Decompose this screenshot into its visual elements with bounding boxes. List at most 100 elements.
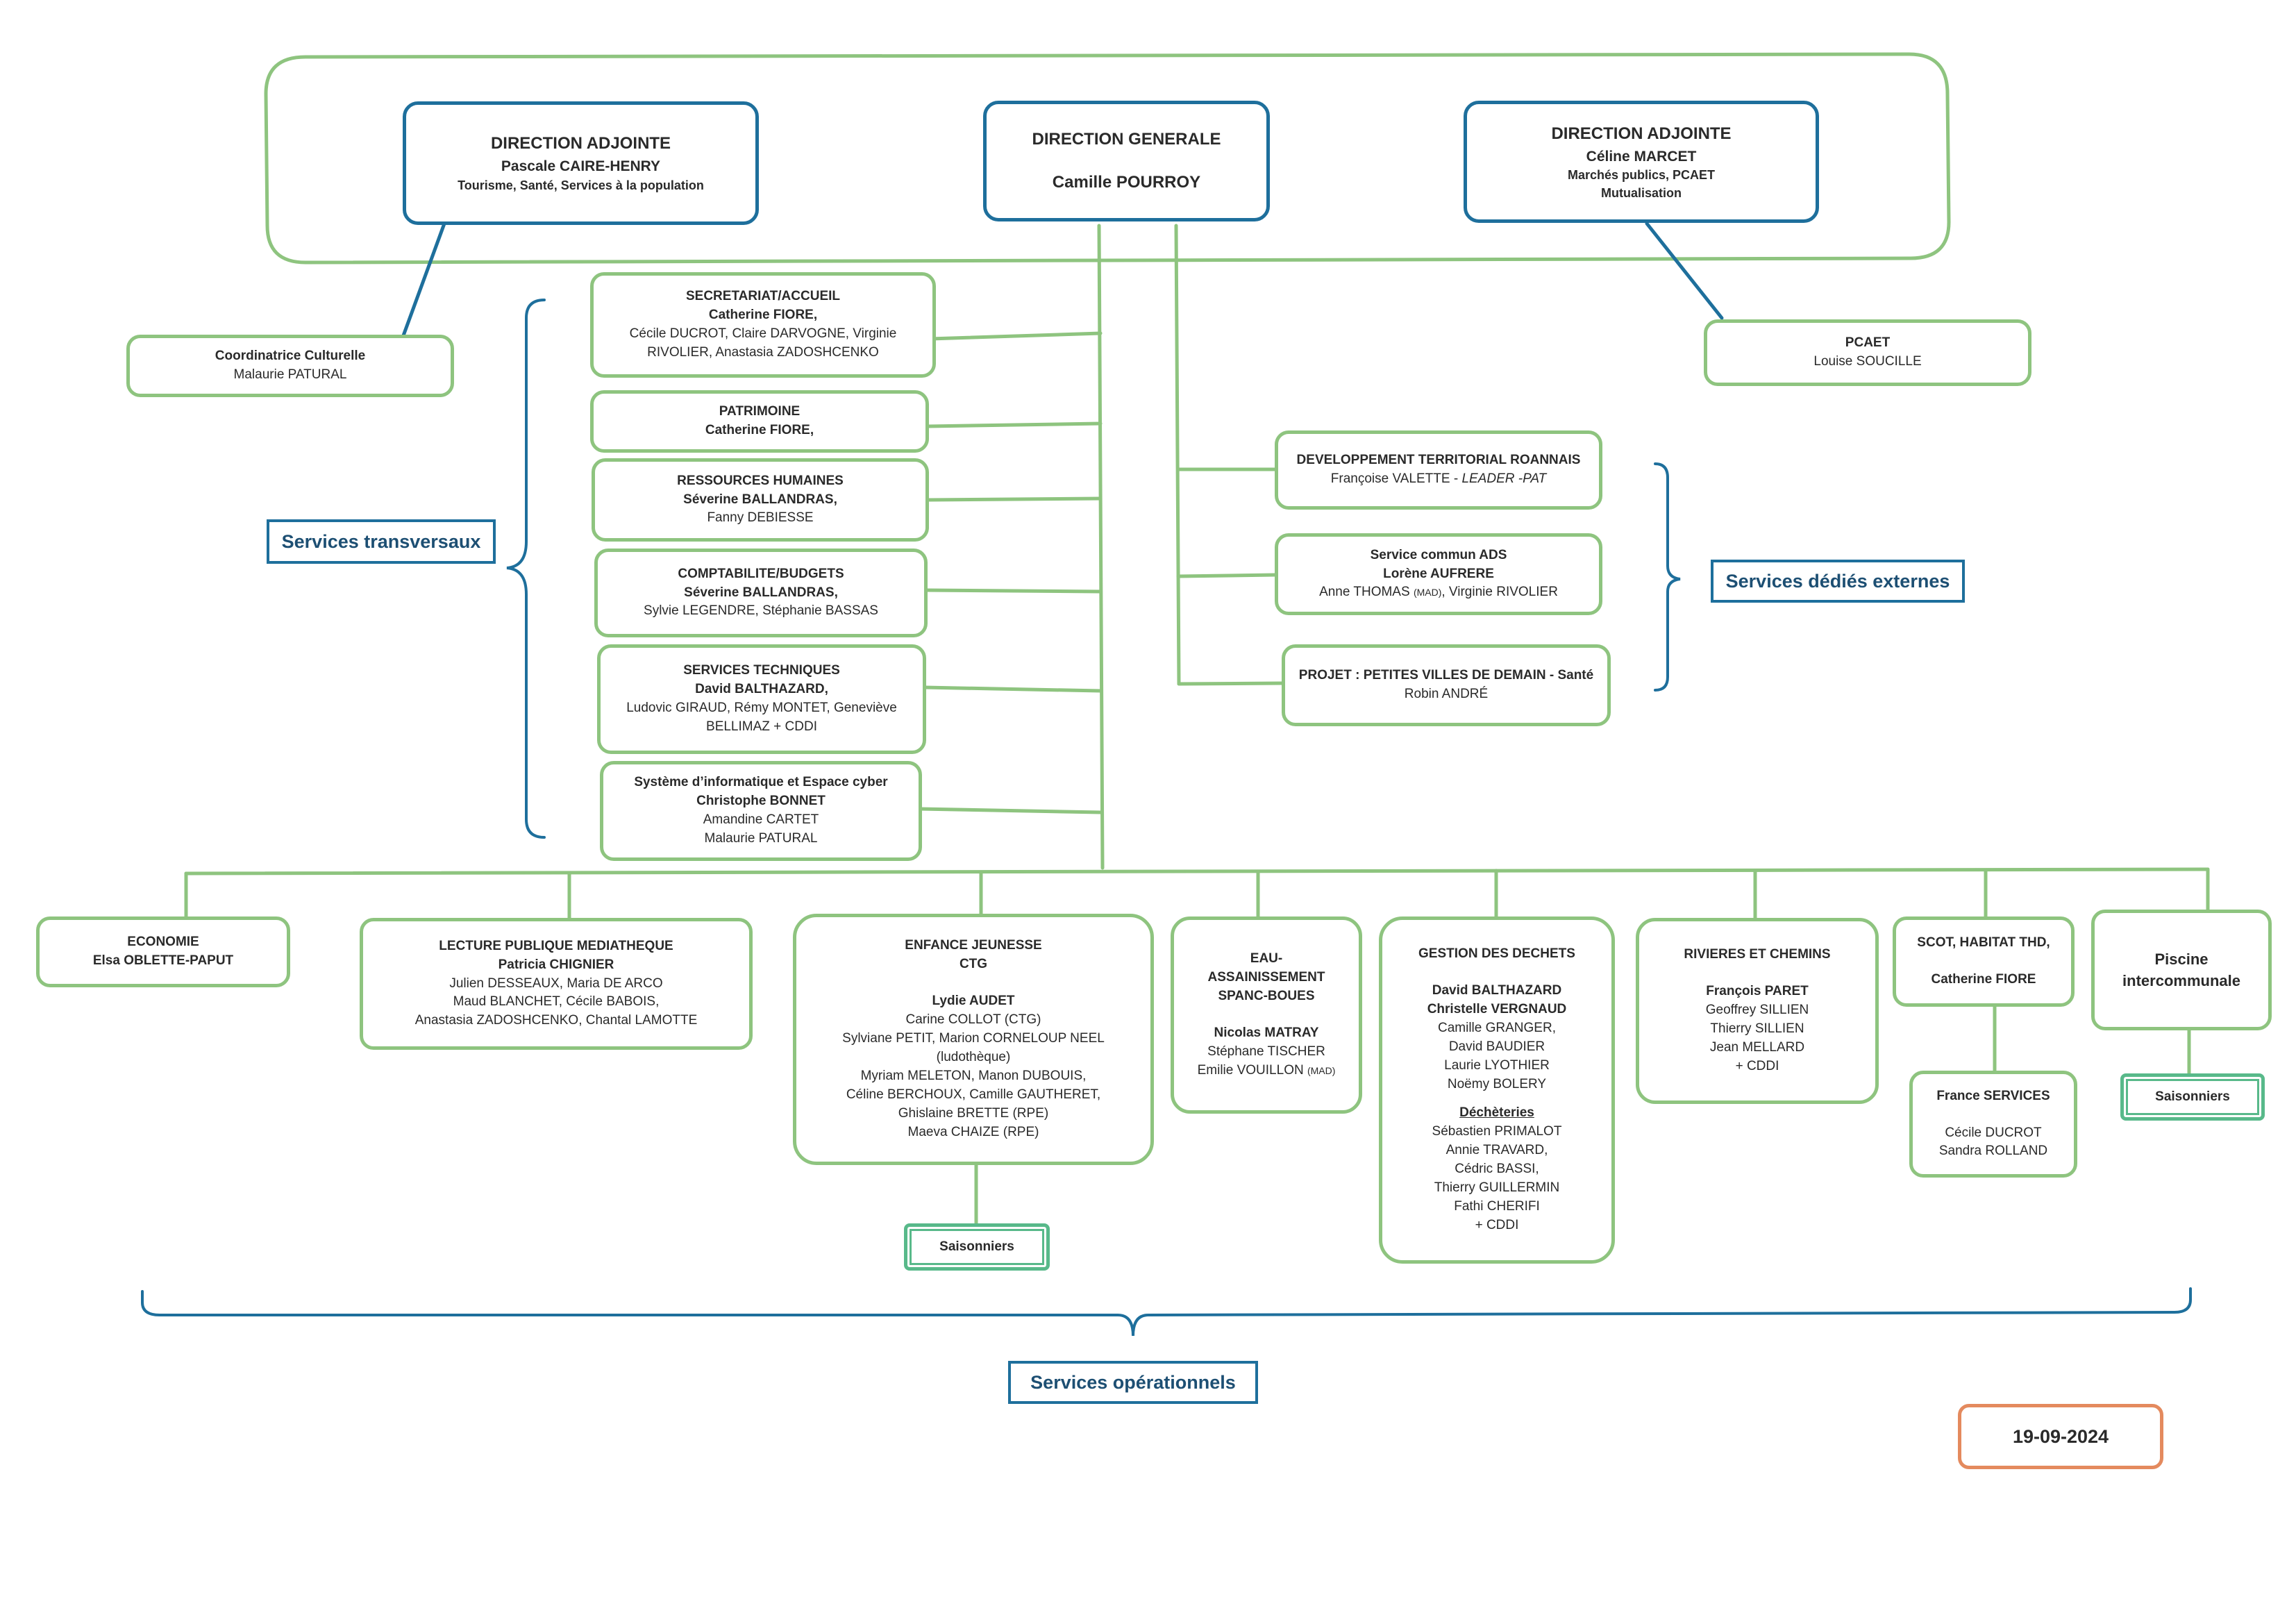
direction-center-name: Camille POURROY xyxy=(1052,173,1201,192)
ads-title: Service commun ADS xyxy=(1370,547,1507,562)
brace-transversaux xyxy=(506,299,546,839)
patrimoine-lead: Catherine FIORE, xyxy=(705,423,814,437)
eau-staff-2: Emilie VOUILLON (MAD) xyxy=(1198,1062,1336,1080)
enfance-title: ENFANCE JEUNESSE xyxy=(905,938,1042,953)
enfance-staff-6: Ghislaine BRETTE (RPE) xyxy=(898,1105,1049,1121)
economie-lead: Elsa OBLETTE-PAPUT xyxy=(92,953,234,968)
box-piscine: Piscine intercommunale xyxy=(2091,910,2272,1030)
label-services-transversaux: Services transversaux xyxy=(267,519,496,564)
dechets-staff-1: Camille GRANGER, xyxy=(1438,1021,1556,1036)
dechets-staff-4: Noëmy BOLERY xyxy=(1447,1077,1547,1092)
dechets-lead-1: David BALTHAZARD xyxy=(1432,983,1562,998)
scot-title: SCOT, HABITAT THD, xyxy=(1917,935,2050,951)
rivieres-staff-4: + CDDI xyxy=(1735,1058,1779,1073)
dechets-staff-7: Cédric BASSI, xyxy=(1455,1161,1539,1176)
pcaet-title: PCAET xyxy=(1845,335,1891,351)
lecture-staff-3: Anastasia ZADOSHCENKO, Chantal LAMOTTE xyxy=(414,1013,698,1028)
rh-staff-1: Fanny DEBIESSE xyxy=(707,510,814,526)
informatique-title: Système d’informatique et Espace cyber xyxy=(634,775,888,790)
direction-left-title: DIRECTION ADJOINTE xyxy=(490,134,671,153)
direction-right-scope-2: Mutualisation xyxy=(1601,185,1682,200)
dechets-staff-3: Laurie LYOTHIER xyxy=(1444,1058,1550,1073)
ads-mad: (MAD) xyxy=(1413,587,1442,598)
box-comptabilite: COMPTABILITE/BUDGETS Séverine BALLANDRAS… xyxy=(594,549,928,637)
saisonniers-enfance: Saisonniers xyxy=(904,1223,1050,1271)
rivieres-staff-2: Thierry SILLIEN xyxy=(1710,1021,1804,1036)
lecture-title: LECTURE PUBLIQUE MEDIATHEQUE xyxy=(439,938,673,953)
direction-adjointe-right: DIRECTION ADJOINTE Céline MARCET Marchés… xyxy=(1464,101,1819,223)
enfance-staff-3: (ludothèque) xyxy=(936,1050,1011,1064)
label-services-operationnels: Services opérationnels xyxy=(1008,1361,1258,1404)
box-informatique: Système d’informatique et Espace cyber C… xyxy=(600,761,922,861)
operational-bus xyxy=(184,867,2210,876)
box-petites-villes: PROJET : PETITES VILLES DE DEMAIN - Sant… xyxy=(1282,644,1611,726)
brace-externes xyxy=(1654,462,1681,692)
box-eau-assainissement: EAU- ASSAINISSEMENT SPANC-BOUES Nicolas … xyxy=(1171,916,1362,1114)
eau-staff-2a: Emilie VOUILLON xyxy=(1197,1062,1307,1078)
ads-lead: Lorène AUFRERE xyxy=(1383,566,1494,581)
box-rivieres-chemins: RIVIERES ET CHEMINS François PARET Geoff… xyxy=(1636,918,1879,1104)
lecture-staff-2: Maud BLANCHET, Cécile BABOIS, xyxy=(453,994,660,1010)
date-badge: 19-09-2024 xyxy=(1958,1404,2163,1469)
direction-generale: DIRECTION GENERALE Camille POURROY xyxy=(983,101,1270,221)
france-staff-2: Sandra ROLLAND xyxy=(1938,1144,2048,1159)
enfance-staff-4: Myriam MELETON, Manon DUBOUIS, xyxy=(860,1068,1087,1083)
trunk-externes xyxy=(1174,224,1181,686)
developpement-suffix: LEADER -PAT xyxy=(1461,471,1547,486)
pvd-name: Robin ANDRÉ xyxy=(1404,687,1489,701)
compta-staff-1: Sylvie LEGENDRE, Stéphanie BASSAS xyxy=(644,603,878,619)
coordinatrice-culturelle: Coordinatrice Culturelle Malaurie PATURA… xyxy=(126,335,454,397)
enfance-staff-5: Céline BERCHOUX, Camille GAUTHERET, xyxy=(846,1087,1101,1102)
lecture-lead: Patricia CHIGNIER xyxy=(498,957,614,972)
rh-title: RESSOURCES HUMAINES xyxy=(677,473,844,488)
enfance-staff-1: Carine COLLOT (CTG) xyxy=(905,1012,1041,1028)
direction-adjointe-left: DIRECTION ADJOINTE Pascale CAIRE-HENRY T… xyxy=(403,101,759,225)
box-france-services: France SERVICES Cécile DUCROT Sandra ROL… xyxy=(1909,1071,2077,1178)
secretariat-title: SECRETARIAT/ACCUEIL xyxy=(685,289,841,304)
coordinatrice-name: Malaurie PATURAL xyxy=(233,367,347,382)
box-developpement-territorial: DEVELOPPEMENT TERRITORIAL ROANNAIS Franç… xyxy=(1275,430,1602,510)
pcaet-name: Louise SOUCILLE xyxy=(1813,354,1922,369)
eau-lead: Nicolas MATRAY xyxy=(1214,1026,1319,1040)
brace-operationnels xyxy=(141,1287,2192,1337)
direction-left-name: Pascale CAIRE-HENRY xyxy=(501,158,661,175)
box-patrimoine: PATRIMOINE Catherine FIORE, xyxy=(590,390,929,453)
rivieres-title: RIVIERES ET CHEMINS xyxy=(1684,947,1831,962)
piscine-title-1: Piscine xyxy=(2154,950,2209,968)
connector-coordinatrice xyxy=(401,221,446,340)
dechets-sub: Déchèteries xyxy=(1459,1105,1534,1120)
france-title: France SERVICES xyxy=(1936,1088,2050,1103)
dechets-staff-10: + CDDI xyxy=(1475,1217,1519,1232)
techniques-title: SERVICES TECHNIQUES xyxy=(683,663,840,678)
dechets-staff-2: David BAUDIER xyxy=(1448,1039,1545,1055)
saisonniers-piscine: Saisonniers xyxy=(2120,1073,2265,1121)
direction-right-title: DIRECTION ADJOINTE xyxy=(1551,124,1732,143)
box-lecture-publique: LECTURE PUBLIQUE MEDIATHEQUE Patricia CH… xyxy=(360,918,753,1050)
rivieres-staff-3: Jean MELLARD xyxy=(1709,1039,1805,1055)
eau-title-3: SPANC-BOUES xyxy=(1218,989,1315,1004)
box-secretariat: SECRETARIAT/ACCUEIL Catherine FIORE, Céc… xyxy=(590,272,936,378)
ads-staff-b: , Virginie RIVOLIER xyxy=(1441,585,1558,600)
rivieres-lead: François PARET xyxy=(1706,984,1809,999)
eau-staff-1: Stéphane TISCHER xyxy=(1207,1044,1325,1059)
box-enfance-jeunesse: ENFANCE JEUNESSE CTG Lydie AUDET Carine … xyxy=(793,914,1154,1165)
box-gestion-dechets: GESTION DES DECHETS David BALTHAZARD Chr… xyxy=(1379,916,1615,1264)
informatique-staff-1: Amandine CARTET xyxy=(703,812,819,827)
compta-title: COMPTABILITE/BUDGETS xyxy=(678,566,844,581)
developpement-name: Françoise VALETTE - xyxy=(1330,471,1462,486)
ads-staff: Anne THOMAS (MAD), Virginie RIVOLIER xyxy=(1319,583,1558,602)
pvd-title: PROJET : PETITES VILLES DE DEMAIN - Sant… xyxy=(1298,668,1594,683)
dechets-title: GESTION DES DECHETS xyxy=(1418,946,1575,962)
secretariat-staff-1: Cécile DUCROT, Claire DARVOGNE, Virginie xyxy=(629,326,897,341)
direction-left-scope: Tourisme, Santé, Services à la populatio… xyxy=(458,178,704,193)
informatique-staff-2: Malaurie PATURAL xyxy=(704,830,818,846)
rivieres-staff-1: Geoffrey SILLIEN xyxy=(1705,1003,1809,1018)
lecture-staff-1: Julien DESSEAUX, Maria DE ARCO xyxy=(449,976,663,991)
enfance-subtitle: CTG xyxy=(959,957,988,972)
techniques-staff-2: BELLIMAZ + CDDI xyxy=(706,719,817,734)
coordinatrice-title: Coordinatrice Culturelle xyxy=(215,349,366,364)
eau-title-1: EAU- xyxy=(1250,951,1283,966)
box-services-techniques: SERVICES TECHNIQUES David BALTHAZARD, Lu… xyxy=(597,644,926,754)
box-ads: Service commun ADS Lorène AUFRERE Anne T… xyxy=(1275,533,1602,615)
developpement-line: Françoise VALETTE - LEADER -PAT xyxy=(1331,470,1546,489)
